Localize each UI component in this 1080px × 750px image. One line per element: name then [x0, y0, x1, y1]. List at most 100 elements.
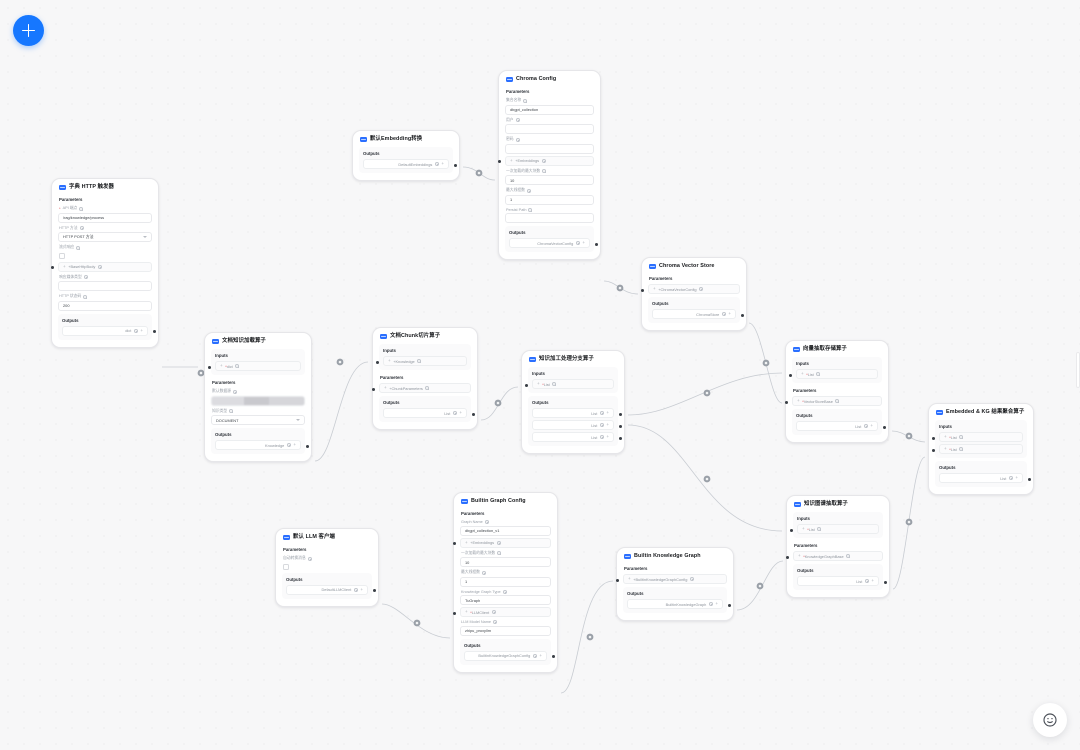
node-header[interactable]: Chroma Vector Store — [642, 258, 746, 274]
param-port-row[interactable]: ++BuiltinKnowledgeGraphConfig — [615, 574, 727, 585]
input-connector-dot[interactable] — [524, 383, 528, 387]
edge-builtin-graph-config-to-builtin-knowledge-graph[interactable] — [560, 580, 614, 694]
edge-midpoint-handle[interactable] — [336, 358, 344, 366]
output-connector-dot[interactable] — [882, 425, 886, 429]
info-icon[interactable] — [689, 577, 694, 582]
node-header[interactable]: 文档知识加载算子 — [205, 333, 311, 349]
plus-icon[interactable]: + — [459, 410, 462, 416]
info-icon[interactable] — [76, 245, 81, 250]
info-icon[interactable] — [816, 372, 821, 377]
info-icon[interactable] — [492, 620, 497, 625]
info-icon[interactable] — [599, 411, 604, 416]
output-port-row[interactable]: dict+ — [62, 325, 156, 336]
edge-doc-chunk-operator-to-knowledge-branch-operator[interactable] — [480, 386, 519, 421]
output-port-row[interactable]: ChromaVectorConfig+ — [509, 238, 598, 249]
param-connector-dot[interactable] — [784, 400, 788, 404]
info-icon[interactable] — [235, 364, 240, 369]
checkbox-field[interactable] — [59, 252, 65, 259]
edge-builtin-knowledge-graph-to-kg-extract-operator[interactable] — [736, 560, 784, 611]
edge-midpoint-handle[interactable] — [703, 475, 711, 483]
output-port-row[interactable]: DefaultEmbeddings+ — [363, 159, 457, 170]
param-port-row[interactable]: ++ChunkParameters — [371, 383, 471, 394]
edge-doc-knowledge-loader-to-doc-chunk-operator[interactable] — [314, 361, 369, 462]
param-port-row[interactable]: +*KnowledgeGraphBase — [785, 551, 883, 562]
plus-icon[interactable]: + — [63, 263, 66, 269]
output-connector-dot[interactable] — [152, 330, 156, 334]
chevron-down-icon[interactable] — [296, 419, 300, 422]
info-icon[interactable] — [491, 610, 496, 615]
output-connector-dot[interactable] — [740, 313, 744, 317]
plus-icon[interactable]: + — [388, 358, 391, 364]
edge-midpoint-handle[interactable] — [616, 284, 624, 292]
node-header[interactable]: Builtin Knowledge Graph — [617, 548, 733, 564]
output-connector-dot[interactable] — [883, 580, 887, 584]
output-connector-dot[interactable] — [618, 424, 622, 428]
input-port-row[interactable]: +*List — [931, 444, 1023, 455]
plus-icon[interactable]: + — [653, 286, 656, 292]
output-connector-dot[interactable] — [618, 412, 622, 416]
output-port-row[interactable]: BuiltinKnowledgeGraph+ — [627, 599, 731, 610]
node-header[interactable]: Builtin Graph Config — [454, 493, 557, 509]
info-icon[interactable] — [83, 275, 88, 280]
info-icon[interactable] — [959, 447, 964, 452]
param-port-row[interactable]: +*VectorStoreBase — [784, 396, 882, 407]
plus-icon[interactable]: + — [441, 161, 444, 167]
text-field[interactable] — [211, 395, 305, 406]
input-connector-dot[interactable] — [931, 436, 935, 440]
output-port-row[interactable]: List+ — [532, 432, 622, 443]
add-node-button[interactable] — [13, 15, 44, 46]
edge-midpoint-handle[interactable] — [703, 389, 711, 397]
help-smiley-button[interactable] — [1033, 703, 1067, 737]
edge-default-llm-client-to-builtin-graph-config[interactable] — [381, 603, 451, 639]
edge-chroma-vector-store-to-vector-extract-store[interactable] — [748, 322, 783, 404]
text-field[interactable] — [505, 143, 594, 154]
plus-icon[interactable]: + — [797, 398, 800, 404]
plus-icon[interactable]: + — [871, 578, 874, 584]
info-icon[interactable] — [542, 169, 547, 174]
plus-icon[interactable]: + — [465, 539, 468, 545]
text-field[interactable]: 1 — [460, 576, 551, 587]
info-icon[interactable] — [708, 602, 713, 607]
output-connector-dot[interactable] — [551, 655, 555, 659]
info-icon[interactable] — [721, 312, 726, 317]
output-port-row[interactable]: List+ — [796, 421, 886, 432]
output-connector-dot[interactable] — [594, 242, 598, 246]
input-connector-dot[interactable] — [375, 360, 379, 364]
info-icon[interactable] — [863, 424, 868, 429]
edge-kg-extract-operator-to-embedded-kg-aggregator[interactable] — [892, 456, 926, 590]
info-icon[interactable] — [575, 241, 580, 246]
node-header[interactable]: 向量抽取存储算子 — [786, 341, 888, 357]
info-icon[interactable] — [434, 162, 439, 167]
plus-icon[interactable]: + — [220, 363, 223, 369]
info-icon[interactable] — [515, 118, 520, 123]
text-field[interactable]: /rag/knowledge/process — [58, 212, 152, 223]
text-field[interactable]: TuGraph — [460, 595, 551, 606]
text-field[interactable]: 10 — [460, 557, 551, 568]
output-port-row[interactable]: List+ — [532, 420, 622, 431]
node-header[interactable]: 默认 LLM 客户端 — [276, 529, 378, 545]
text-field[interactable]: 1 — [505, 194, 594, 205]
text-field[interactable]: 200 — [58, 300, 152, 311]
output-port-row[interactable]: List+ — [797, 576, 887, 587]
node-header[interactable]: 默认Embedding转换 — [353, 131, 459, 147]
info-icon[interactable] — [699, 287, 704, 292]
input-connector-dot[interactable] — [931, 448, 935, 452]
info-icon[interactable] — [864, 579, 869, 584]
plus-icon[interactable]: + — [606, 410, 609, 416]
plus-icon[interactable]: + — [1015, 475, 1018, 481]
edge-midpoint-handle[interactable] — [586, 633, 594, 641]
node-header[interactable]: 知识图谱抽取算子 — [787, 496, 889, 512]
edge-midpoint-handle[interactable] — [905, 432, 913, 440]
plus-icon[interactable]: + — [944, 434, 947, 440]
edge-midpoint-handle[interactable] — [905, 518, 913, 526]
edge-knowledge-branch-operator-to-vector-extract-store[interactable] — [627, 372, 783, 416]
param-port-row[interactable]: ++Embeddings — [497, 155, 594, 166]
plus-icon[interactable]: + — [715, 601, 718, 607]
edge-midpoint-handle[interactable] — [475, 169, 483, 177]
output-port-row[interactable]: ChromaStore+ — [652, 309, 744, 320]
